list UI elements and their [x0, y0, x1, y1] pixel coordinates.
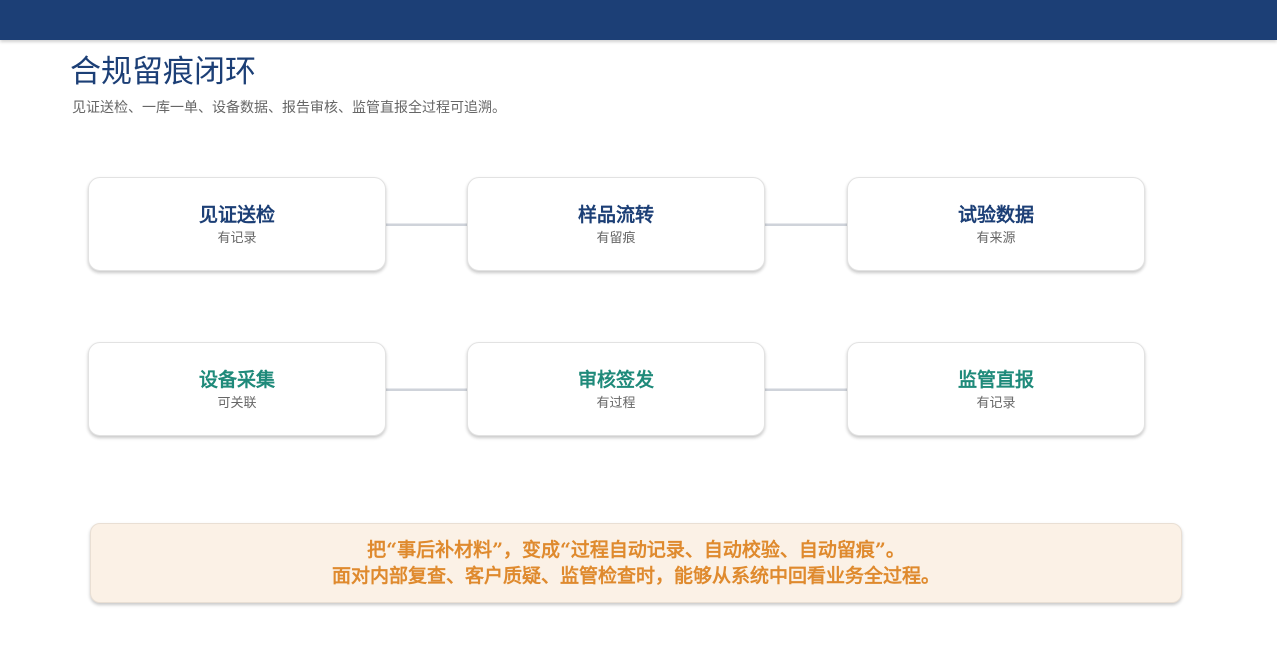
- step-title: 样品流转: [577, 204, 654, 226]
- page-subtitle: 见证送检、一库一单、设备数据、报告审核、监管直报全过程可追溯。: [72, 100, 506, 116]
- step-card-sample-transfer: 样品流转 有留痕: [467, 177, 765, 271]
- connector-row1-1: [386, 223, 467, 226]
- step-subtitle: 有记录: [976, 396, 1016, 411]
- connector-row1-2: [765, 223, 847, 226]
- page-title: 合规留痕闭环: [70, 54, 256, 90]
- step-card-test-data: 试验数据 有来源: [847, 177, 1145, 271]
- step-title: 见证送检: [198, 204, 275, 226]
- summary-callout: 把“事后补材料”，变成“过程自动记录、自动校验、自动留痕”。 面对内部复查、客户…: [90, 523, 1182, 603]
- header-bar: [0, 0, 1277, 40]
- step-title: 审核签发: [577, 369, 654, 391]
- connector-row2-2: [765, 388, 847, 391]
- step-card-device-collection: 设备采集 可关联: [88, 342, 386, 436]
- step-title: 设备采集: [198, 369, 275, 391]
- step-subtitle: 可关联: [217, 396, 257, 411]
- connector-row2-1: [386, 388, 467, 391]
- step-subtitle: 有过程: [596, 396, 636, 411]
- step-subtitle: 有留痕: [596, 231, 636, 246]
- callout-line-2: 面对内部复查、客户质疑、监管检查时，能够从系统中回看业务全过程。: [331, 565, 940, 587]
- step-title: 监管直报: [957, 369, 1034, 391]
- step-subtitle: 有来源: [976, 231, 1016, 246]
- step-card-regulatory-report: 监管直报 有记录: [847, 342, 1145, 436]
- step-title: 试验数据: [957, 204, 1034, 226]
- step-card-review-issue: 审核签发 有过程: [467, 342, 765, 436]
- step-subtitle: 有记录: [217, 231, 257, 246]
- step-card-witness-inspection: 见证送检 有记录: [88, 177, 386, 271]
- callout-line-1: 把“事后补材料”，变成“过程自动记录、自动校验、自动留痕”。: [367, 539, 905, 561]
